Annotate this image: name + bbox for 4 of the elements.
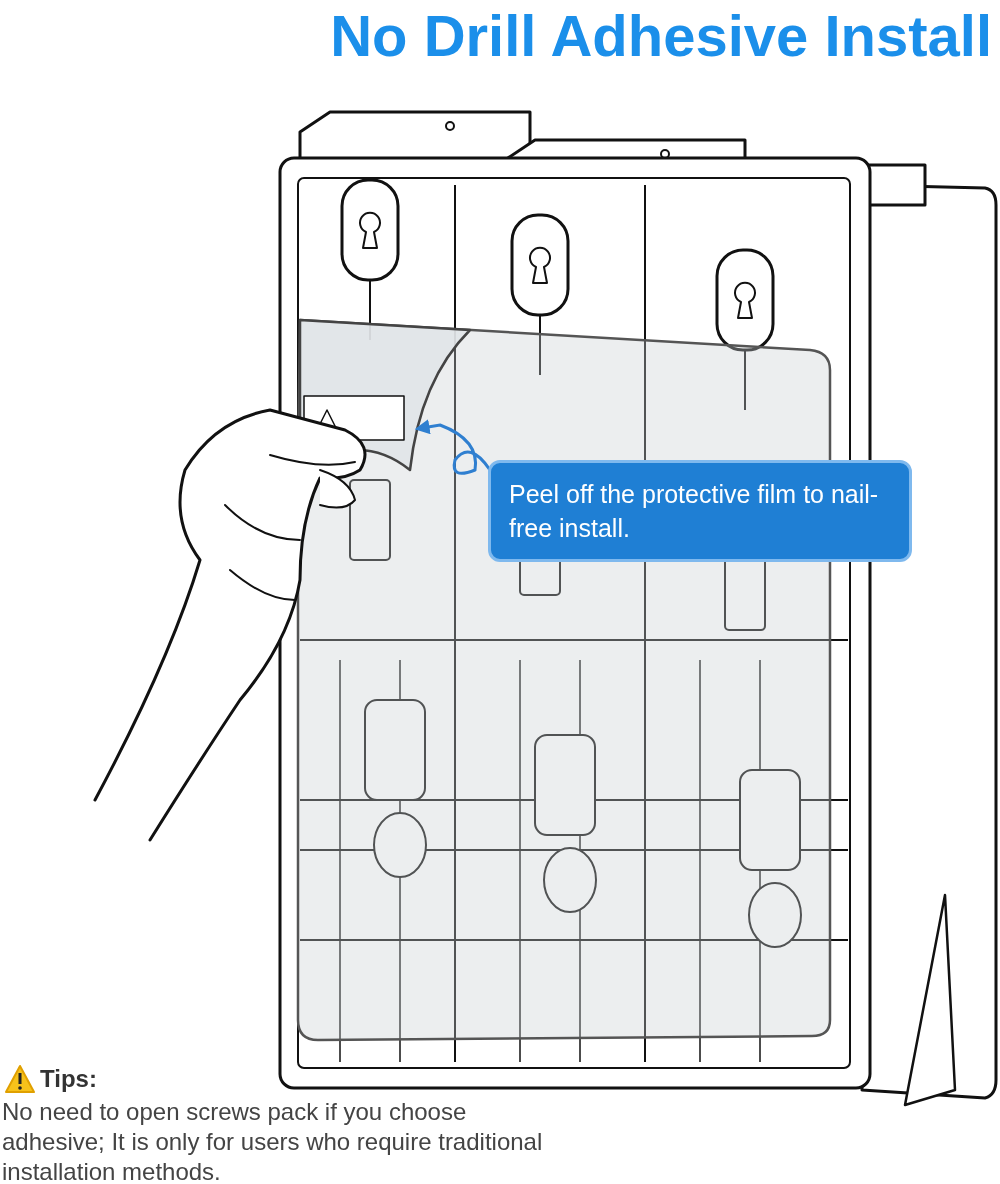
tips-heading: Tips: bbox=[40, 1064, 98, 1094]
title: No Drill Adhesive Install bbox=[330, 2, 992, 69]
tips-text: No need to open screws pack if you choose adhesive; It is only for users who require traditional installation methods. bbox=[2, 1097, 544, 1184]
callout-box: Peel off the protective film to nail-free install. bbox=[488, 460, 912, 562]
